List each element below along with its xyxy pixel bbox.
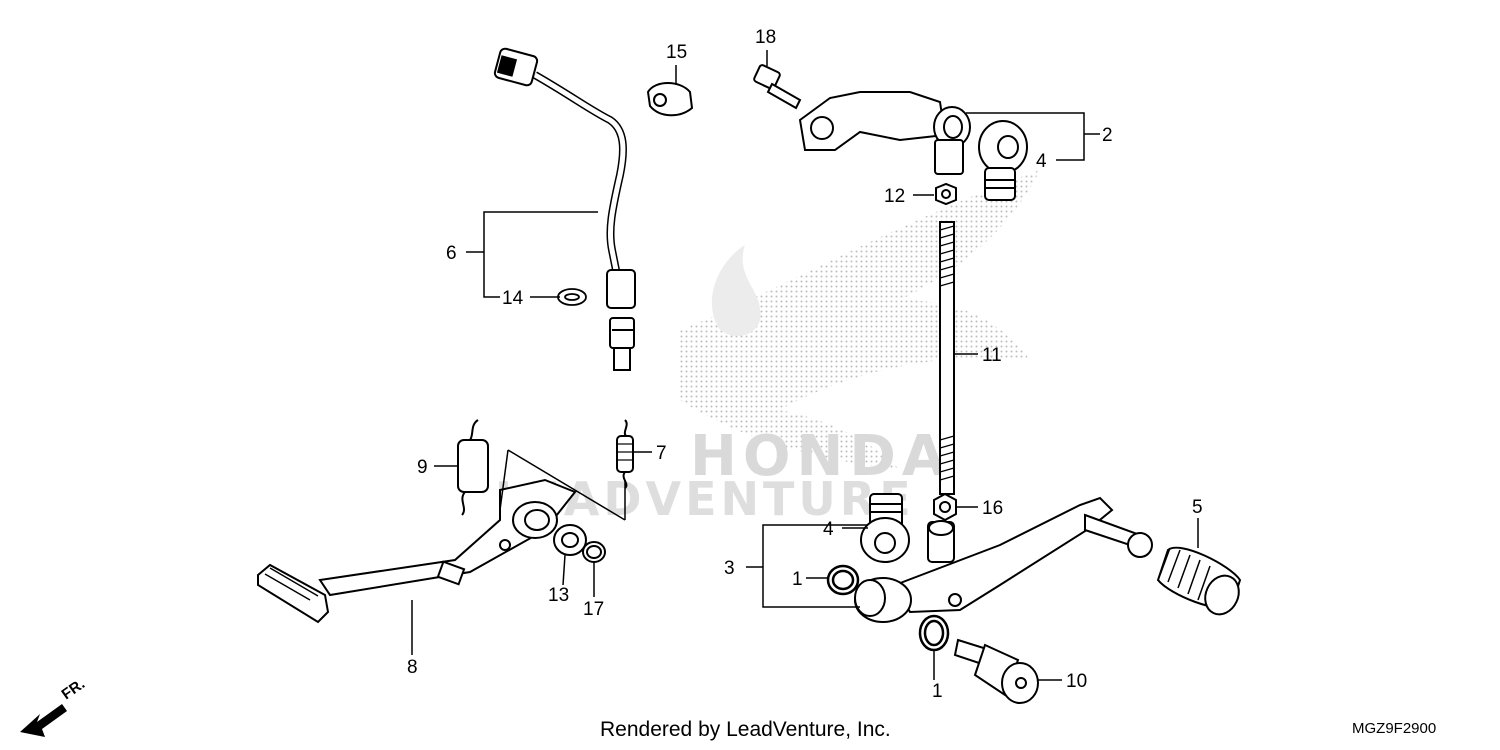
callout-14: 14 [502, 288, 524, 309]
front-direction-arrow [20, 704, 67, 737]
clip-part-14 [557, 288, 587, 306]
leader-lines [411, 50, 1199, 681]
tie-rod-part-11 [939, 221, 955, 495]
nut-part-12 [935, 182, 957, 206]
oil-seal-part-1-lower [918, 614, 950, 652]
ball-joint-part-4-upper [978, 120, 1028, 201]
clamp-part-15 [646, 82, 694, 117]
spring-part-7 [616, 419, 634, 489]
pedal-rubber-part-5 [1156, 546, 1242, 616]
render-credit: Rendered by LeadVenture, Inc. [600, 718, 891, 741]
callout-7: 7 [656, 443, 667, 464]
callout-6: 6 [446, 243, 457, 264]
callout-4-upper: 4 [1036, 151, 1047, 172]
nut-part-16 [933, 492, 957, 522]
callout-9: 9 [417, 457, 428, 478]
oil-seal-part-1-upper [826, 564, 860, 596]
pivot-bolt-part-10 [953, 638, 1039, 704]
callout-15: 15 [666, 42, 687, 63]
callout-18: 18 [755, 27, 776, 48]
callout-2: 2 [1102, 125, 1113, 146]
shift-cable-part-6 [493, 47, 636, 371]
callout-8: 8 [407, 657, 418, 678]
callout-13: 13 [548, 585, 569, 606]
washer-part-13 [553, 524, 587, 556]
front-label: FR. [59, 675, 89, 703]
callout-17: 17 [583, 599, 604, 620]
shift-lever-part-3 [854, 496, 1153, 623]
callout-4-lower: 4 [823, 519, 834, 540]
bolt-part-18 [753, 64, 802, 110]
pedal-part-8 [257, 478, 577, 624]
callout-3: 3 [724, 558, 735, 579]
callout-11: 11 [982, 345, 1002, 366]
ball-joint-part-4-lower [860, 493, 910, 563]
shift-arm-part-2 [798, 91, 971, 175]
callout-1-lower: 1 [932, 681, 943, 702]
diagram-code: MGZ9F2900 [1352, 720, 1437, 737]
callout-16: 16 [982, 498, 1003, 519]
watermark-brand: HONDA [690, 424, 951, 489]
circlip-part-17 [582, 541, 606, 563]
callout-10: 10 [1066, 671, 1087, 692]
callout-12: 12 [884, 186, 905, 207]
callout-5: 5 [1192, 497, 1203, 518]
spring-part-9 [457, 419, 489, 516]
callout-1-upper: 1 [792, 569, 803, 590]
